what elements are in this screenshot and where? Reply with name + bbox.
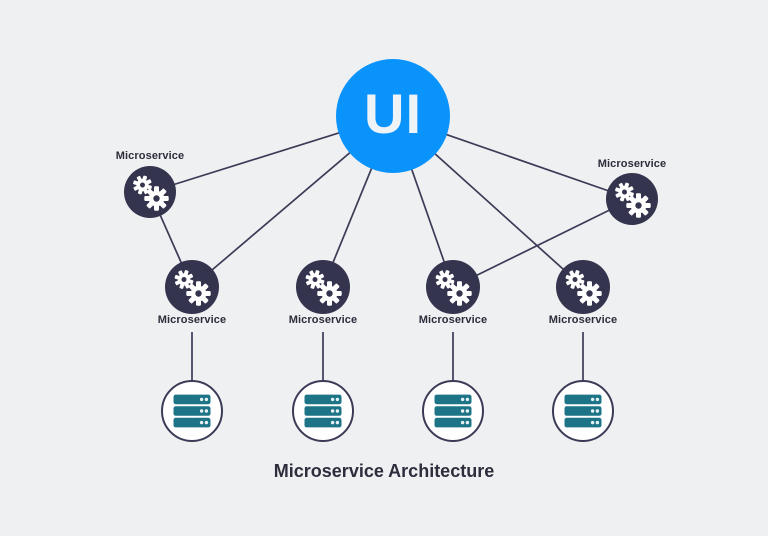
gears-icon — [317, 281, 342, 306]
gears-icon — [144, 186, 169, 211]
node-microservice-2 — [296, 260, 350, 314]
gears-icon — [577, 281, 602, 306]
node-microservice-3 — [426, 260, 480, 314]
node-database-3 — [422, 380, 484, 442]
label-microservice-4: Microservice — [548, 314, 618, 326]
diagram-title: Microservice Architecture — [273, 461, 495, 481]
gears-icon — [447, 281, 472, 306]
gears-icon — [626, 193, 651, 218]
node-ui-hub — [336, 59, 450, 173]
label-microservice-1: Microservice — [157, 314, 227, 326]
node-microservice-top-left — [124, 166, 176, 218]
node-database-4 — [552, 380, 614, 442]
label-microservice-top-right: Microservice — [597, 158, 667, 170]
label-microservice-2: Microservice — [288, 314, 358, 326]
node-database-1 — [161, 380, 223, 442]
label-microservice-3: Microservice — [418, 314, 488, 326]
node-microservice-4 — [556, 260, 610, 314]
node-database-2 — [292, 380, 354, 442]
ui-hub-label: UI — [364, 81, 422, 145]
server-stack-icon — [173, 394, 211, 428]
node-microservice-1 — [165, 260, 219, 314]
edge-microservice-top-right-to-microservice-3 — [452, 198, 633, 288]
server-stack-icon — [434, 394, 472, 428]
server-stack-icon — [564, 394, 602, 428]
server-stack-icon — [304, 394, 342, 428]
gears-icon — [186, 281, 211, 306]
label-microservice-top-left: Microservice — [115, 150, 185, 162]
node-microservice-top-right — [606, 173, 658, 225]
